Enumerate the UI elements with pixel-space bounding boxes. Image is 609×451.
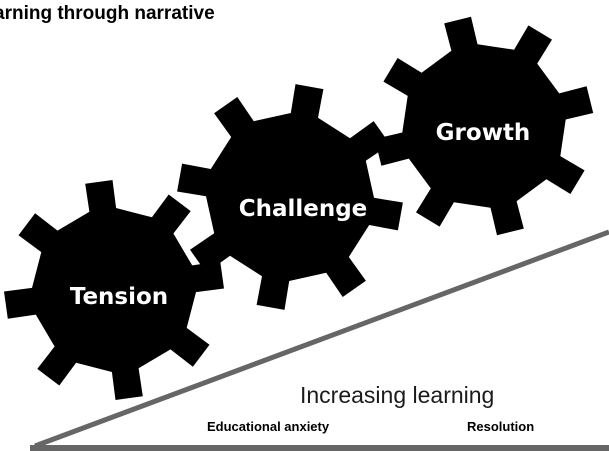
diagram-title: arning through narrative xyxy=(0,3,215,24)
gear-tension-label: Tension xyxy=(70,284,168,310)
stage-start-label: Educational anxiety xyxy=(207,419,330,434)
gear-tension: Tension xyxy=(4,180,224,400)
stage-end-label: Resolution xyxy=(467,419,535,434)
gear-challenge: Challenge xyxy=(177,84,403,310)
incline-slope-line xyxy=(34,229,609,449)
gear-tension-shape xyxy=(4,180,224,400)
gear-challenge-shape xyxy=(177,84,403,310)
gear-growth-shape xyxy=(374,16,594,236)
gear-challenge-label: Challenge xyxy=(239,196,368,222)
gear-growth: Growth xyxy=(374,16,594,236)
incline-label: Increasing learning xyxy=(300,382,495,408)
gear-growth-label: Growth xyxy=(436,120,531,146)
